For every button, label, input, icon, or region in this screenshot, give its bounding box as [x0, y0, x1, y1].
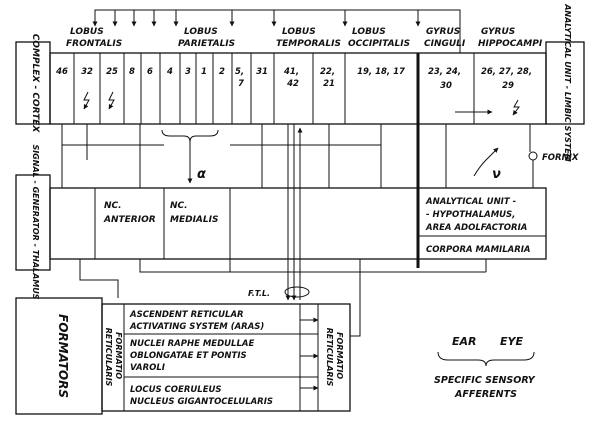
fornix-label: FORNIX — [542, 153, 579, 163]
fornix-marker — [528, 151, 538, 161]
ftl-marker — [284, 286, 310, 298]
lobe-occipitalis-label: LOBUS OCCIPITALIS — [348, 27, 410, 49]
formators-block — [101, 303, 351, 412]
nu-arrow — [473, 147, 499, 177]
nu-label: ν — [492, 167, 501, 182]
area-25: 25 — [106, 67, 118, 77]
area-4: 4 — [166, 67, 173, 77]
thalamus-band — [49, 187, 547, 260]
ftl-label: F.T.L. — [248, 289, 270, 298]
afferents-brace — [437, 351, 535, 367]
mamillaria-label: CORPORA MAMILARIA — [426, 245, 531, 255]
connector-line — [79, 259, 119, 298]
complex-cortex-label: COMPLEX - CORTEX — [30, 34, 40, 134]
lobe-parietalis-label: LOBUS PARIETALIS — [178, 27, 235, 49]
raphe-label: NUCLEI RAPHE MEDULLAE OBLONGATAE ET PONT… — [130, 339, 257, 373]
area-5-7: 5, 7 — [235, 67, 247, 89]
area-19-18-17: 19, 18, 17 — [357, 67, 405, 77]
lobe-frontalis-label: LOBUS FRONTALIS — [66, 27, 122, 49]
lobe-temporalis-label: LOBUS TEMPORALIS — [276, 27, 341, 49]
area-41-42: 41, 42 — [283, 67, 302, 89]
signal-generator-label: SIGNAL - GENERATOR - THALAMUS — [31, 144, 40, 299]
limbic-system-label: ANALYTICAL UNIT - LIMBIC SYSTEM — [563, 3, 572, 162]
eye-label: EYE — [500, 335, 523, 348]
connector-line — [350, 272, 361, 337]
area-6: 6 — [147, 67, 153, 77]
hypothalamus-label: ANALYTICAL UNIT - - HYPOTHALAMUS, AREA A… — [425, 197, 527, 233]
lightning-icon — [83, 91, 90, 110]
aras-label: ASCENDENT RETICULAR ACTIVATING SYSTEM (A… — [129, 310, 264, 332]
connector-line — [139, 259, 418, 273]
area-22-21: 22, 21 — [320, 67, 338, 89]
cortex-band — [49, 52, 547, 125]
gyrus-cinguli-label: GYRUS CINGULI — [424, 27, 466, 49]
nc-anterior-label: NC. ANTERIOR — [103, 201, 156, 225]
lightning-icon — [108, 91, 115, 110]
parietal-bracket — [161, 129, 219, 143]
formatio-reticularis-right: FORMATIO RETICULARIS — [325, 328, 344, 387]
alpha-label: α — [197, 167, 206, 182]
area-23-24-30: 23, 24, 30 — [428, 67, 464, 91]
formators-label: FORMATORS — [56, 314, 70, 398]
coeruleus-label: LOCUS COERULEUS NUCLEUS GIGANTOCELULARIS — [130, 385, 273, 407]
area-46: 46 — [55, 67, 68, 77]
area-8: 8 — [129, 67, 135, 77]
lightning-icon — [512, 99, 520, 116]
area-1: 1 — [201, 67, 207, 77]
area-32: 32 — [81, 67, 93, 77]
area-2: 2 — [219, 67, 225, 77]
area-31: 31 — [256, 67, 268, 77]
area-26-29: 26, 27, 28, 29 — [481, 67, 535, 91]
gyrus-hippocampi-label: GYRUS HIPPOCAMPI — [478, 27, 543, 49]
ear-label: EAR — [452, 335, 477, 348]
formatio-reticularis-left: FORMATIO RETICULARIS — [104, 328, 123, 387]
area-3: 3 — [185, 67, 191, 77]
nc-medialis-label: NC. MEDIALIS — [170, 201, 218, 225]
afferents-label: SPECIFIC SENSORY AFFERENTS — [434, 375, 538, 400]
